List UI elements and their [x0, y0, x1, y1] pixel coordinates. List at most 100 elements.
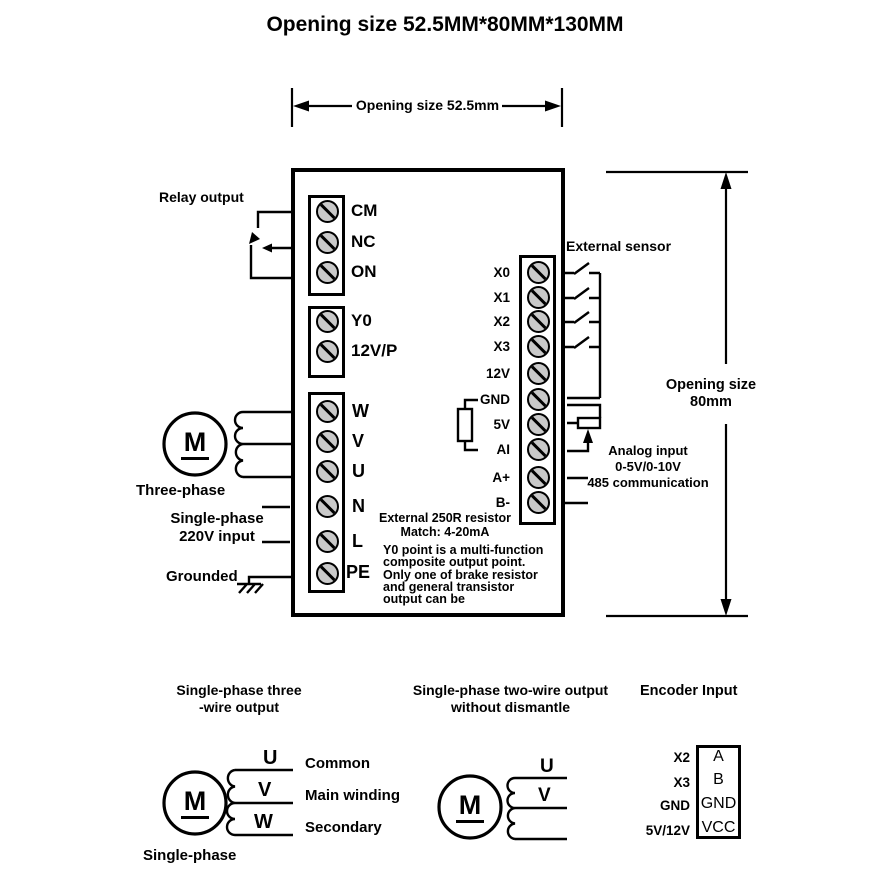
screw-terminal-icon [316, 231, 339, 254]
y0-note-line4: and general transistor [383, 579, 515, 594]
terminal-label-b-minus: B- [495, 495, 510, 510]
three-wire-heading-line2: -wire output [198, 698, 280, 715]
screw-terminal-icon [527, 466, 550, 489]
external-sensor-label: External sensor [566, 238, 672, 254]
three-phase-label: Three-phase [136, 482, 226, 499]
power-terminal-block [308, 392, 345, 593]
terminal-label-y0: Y0 [351, 311, 372, 330]
three-phase-coil-icon [233, 410, 291, 479]
terminal-label-on: ON [351, 262, 377, 281]
sensor-switch-icons [565, 262, 602, 400]
screw-terminal-icon [527, 491, 550, 514]
encoder-input-gnd: GND [660, 798, 690, 813]
analog-input-note: Analog input 0-5V/0-10V 485 communicatio… [572, 443, 724, 491]
single-phase-line2: 220V input [179, 527, 255, 545]
winding-desc-common: Common [305, 755, 370, 772]
terminal-label-u: U [352, 461, 365, 481]
terminal-label-nc: NC [351, 232, 376, 251]
screw-terminal-icon [316, 261, 339, 284]
screw-terminal-icon [316, 400, 339, 423]
screw-terminal-icon [316, 530, 339, 553]
terminal-label-pe: PE [346, 562, 371, 582]
winding-terminal-v: V [258, 779, 272, 801]
y0-note-line2: composite output point. [383, 555, 526, 570]
screw-terminal-icon [527, 438, 550, 461]
two-wire-heading: Single-phase two-wire output without dis… [388, 682, 633, 715]
terminal-label-cm: CM [351, 201, 378, 220]
resistor-note-line2: Match: 4-20mA [400, 524, 490, 539]
encoder-pin-gnd: GND [700, 795, 737, 812]
resistor-icon [456, 398, 478, 452]
relay-switch-icon [249, 210, 291, 280]
height-dimension-arrows [606, 170, 748, 618]
ground-icon [237, 575, 291, 594]
width-dimension-arrows [290, 88, 564, 127]
grounded-label: Grounded [166, 568, 238, 585]
two-wire-terminal-v: V [538, 785, 551, 806]
screw-terminal-icon [316, 430, 339, 453]
analog-input-line1: Analog input [608, 443, 688, 458]
screw-terminal-icon [316, 310, 339, 333]
terminal-label-n: N [352, 496, 365, 516]
width-dimension-label: Opening size 52.5mm [355, 97, 500, 113]
winding-terminal-u: U [263, 747, 278, 769]
three-wire-motor-label: M [165, 786, 225, 819]
winding-desc-main: Main winding [305, 787, 400, 804]
terminal-label-v: V [352, 431, 365, 451]
two-wire-terminal-u: U [540, 756, 554, 777]
terminal-label-gnd: GND [480, 392, 510, 407]
terminal-label-x1: X1 [493, 290, 510, 305]
terminal-label-12vp: 12V/P [351, 341, 398, 360]
screw-terminal-icon [316, 460, 339, 483]
encoder-input-x3: X3 [673, 775, 690, 790]
y0-note-line3: Only one of brake resistor [383, 567, 538, 582]
terminal-label-x3: X3 [493, 339, 510, 354]
three-wire-heading: Single-phase three -wire output [163, 682, 315, 715]
encoder-heading: Encoder Input [640, 683, 738, 699]
terminal-label-w: W [352, 401, 369, 421]
y0-function-note: Y0 point is a multi-function composite o… [383, 543, 544, 606]
two-wire-heading-line2: without dismantle [451, 698, 570, 715]
encoder-pin-box [696, 745, 741, 839]
screw-terminal-icon [527, 286, 550, 309]
terminal-label-x2: X2 [493, 314, 510, 329]
two-wire-motor-label: M [440, 790, 500, 823]
encoder-pin-vcc: VCC [701, 819, 736, 836]
single-phase-line1: Single-phase [170, 510, 264, 527]
analog-input-line2: 0-5V/0-10V [615, 459, 681, 474]
analog-input-line3: 485 communication [587, 475, 709, 490]
terminal-label-ai: AI [496, 442, 511, 457]
resistor-note-line1: External 250R resistor [378, 511, 511, 525]
screw-terminal-icon [527, 388, 550, 411]
main-unit-outline [291, 168, 565, 617]
winding-desc-secondary: Secondary [305, 819, 382, 836]
terminal-label-a-plus: A+ [492, 470, 510, 485]
screw-terminal-icon [316, 562, 339, 585]
y0-note-line1: Y0 point is a multi-function [383, 543, 544, 557]
encoder-input-5v12v: 5V/12V [645, 823, 690, 838]
screw-terminal-icon [527, 310, 550, 333]
screw-terminal-icon [527, 261, 550, 284]
resistor-note: External 250R resistor Match: 4-20mA [370, 511, 520, 539]
screw-terminal-icon [527, 362, 550, 385]
page-title: Opening size 52.5MM*80MM*130MM [266, 13, 624, 36]
three-wire-heading-line1: Single-phase three [176, 682, 302, 698]
screw-terminal-icon [527, 413, 550, 436]
terminal-label-5v: 5V [493, 417, 510, 432]
mains-input-stubs [262, 505, 290, 544]
motor-circle-icons [162, 411, 503, 840]
encoder-pin-b: B [713, 771, 724, 788]
terminal-label-12v: 12V [485, 366, 510, 381]
single-phase-input-label: Single-phase 220V input [152, 510, 282, 545]
potentiometer-icon [567, 403, 602, 453]
two-wire-heading-line1: Single-phase two-wire output [412, 682, 609, 698]
winding-terminal-w: W [254, 811, 273, 833]
single-phase-caption: Single-phase [143, 847, 237, 864]
screw-terminal-icon [316, 340, 339, 363]
three-wire-coil-icon [225, 768, 293, 837]
terminal-label-x0: X0 [493, 265, 510, 280]
screw-terminal-icon [316, 200, 339, 223]
two-wire-coil-icon [506, 776, 567, 841]
height-dimension-line2: 80mm [690, 394, 732, 410]
